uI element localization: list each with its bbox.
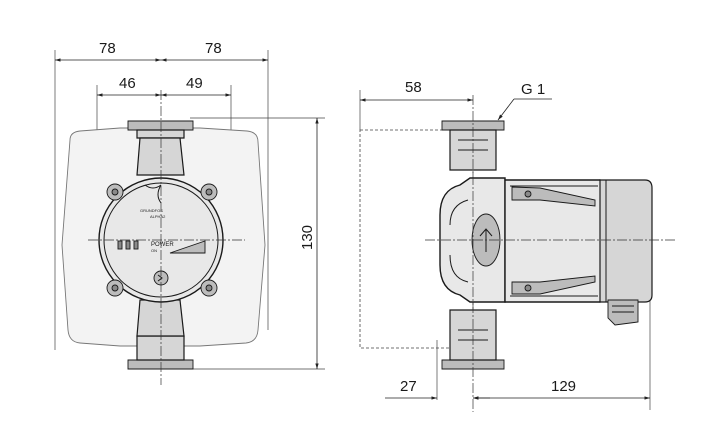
dim-front-left-width: 78 (99, 40, 116, 57)
front-bottom-flange (127, 359, 194, 370)
side-view (359, 90, 675, 412)
power-level-bars (169, 240, 206, 254)
brand-label: GRUNDFOS (140, 208, 163, 213)
dim-side-bottom-left: 27 (400, 378, 417, 395)
dim-side-top-width: 58 (405, 79, 422, 96)
side-dimensions: 58 G 1 27 129 (360, 79, 650, 400)
front-dimensions: 78 78 46 49 130 (55, 40, 319, 369)
dim-front-left-inner: 46 (119, 75, 136, 92)
front-top-flange (127, 120, 194, 131)
power-label: POWER (151, 242, 174, 248)
dim-front-right-width: 78 (205, 40, 222, 57)
front-view: GRUNDFOS ALPHA2 POWER ON (54, 50, 325, 385)
model-label: ALPHA2 (150, 214, 166, 219)
on-label: ON (151, 248, 157, 253)
brand-logo-icon (144, 184, 162, 204)
dim-side-thread: G 1 (521, 81, 545, 98)
dim-side-bottom-right: 129 (551, 378, 576, 395)
side-top-flange (441, 120, 505, 131)
dim-front-height: 130 (299, 225, 316, 250)
side-front-cover (599, 179, 653, 303)
flow-direction-arrow-icon (479, 228, 493, 252)
dim-front-right-inner: 49 (186, 75, 203, 92)
